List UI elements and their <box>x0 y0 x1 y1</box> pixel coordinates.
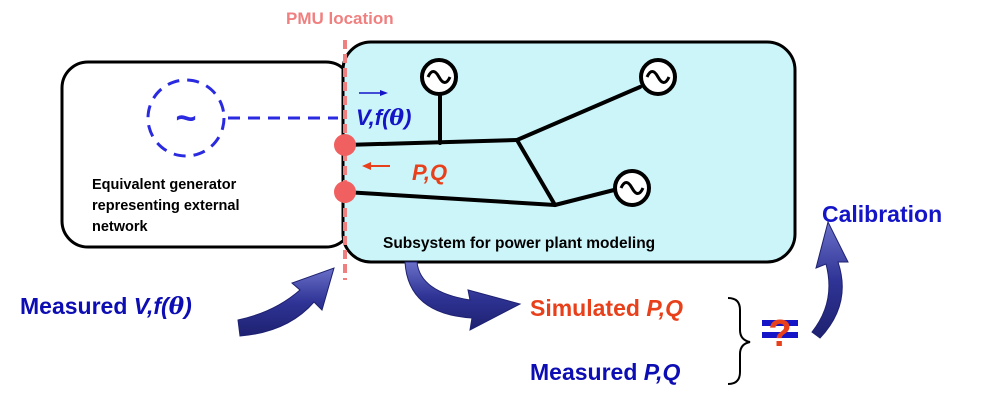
vf-arrowhead <box>380 90 388 96</box>
calibration-label: Calibration <box>822 201 942 227</box>
generator-icon <box>639 58 677 96</box>
measured-pq-label: Measured P,Q <box>530 359 681 385</box>
not-equal-bar-bottom <box>762 332 798 338</box>
pq-arrowhead <box>362 162 371 170</box>
simulated-pq-curved-arrow <box>404 261 522 331</box>
pmu-location-label: PMU location <box>286 9 394 28</box>
question-mark: ? <box>768 313 791 355</box>
generator-icon <box>420 58 458 96</box>
pq-signal-label: P,Q <box>412 160 447 185</box>
measured-vf-curved-arrow <box>237 267 335 337</box>
pmu-node <box>334 134 356 156</box>
not-equal-bar-top <box>762 320 798 326</box>
vf-signal-label: V,f(θ) <box>356 105 411 131</box>
simulated-pq-label: Simulated P,Q <box>530 295 683 321</box>
calibration-curved-arrow <box>811 220 849 339</box>
subsystem-box <box>341 40 797 264</box>
measured-vf-label: Measured V,f(θ) <box>20 293 192 320</box>
equivalent-generator-circle <box>146 78 226 158</box>
ac-source-symbol: ~ <box>175 97 196 138</box>
pmu-node <box>334 181 356 203</box>
subsystem-caption: Subsystem for power plant modeling <box>383 235 655 252</box>
network-lines <box>343 85 642 207</box>
generator-icon <box>613 169 651 207</box>
external-network-caption: Equivalent generator representing extern… <box>92 177 244 235</box>
comparison-brace <box>727 297 751 385</box>
